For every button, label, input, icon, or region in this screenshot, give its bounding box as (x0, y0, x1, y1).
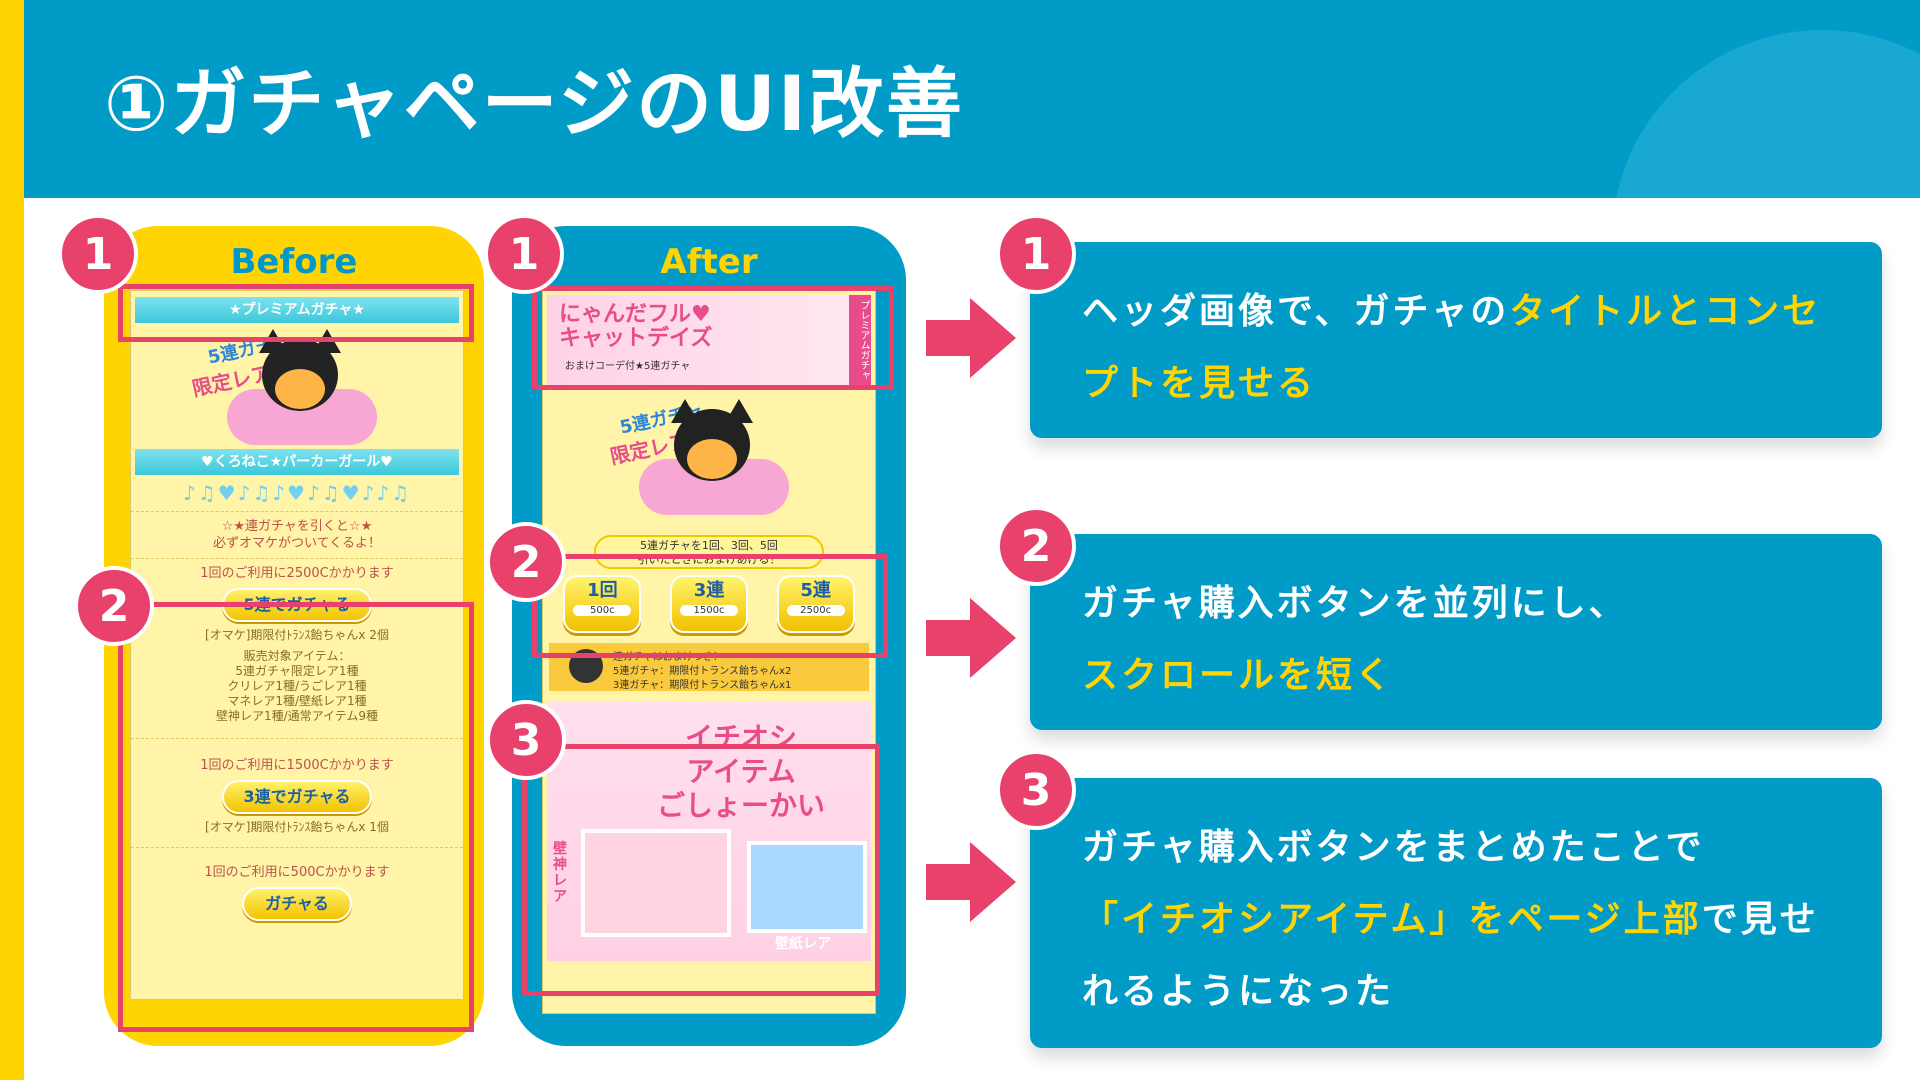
point-3-line-2: 「イチオシアイテム」をページ上部で見せ (1082, 884, 1846, 956)
point-3-line-1: ガチャ購入ボタンをまとめたことで (1082, 827, 1705, 868)
before-screen: ★プレミアムガチャ★ 5連ガチャ 限定レア!! ♥くろねこ★パーカーガール♥ ♪… (130, 290, 464, 1000)
before-subtitle-bar: ♥くろねこ★パーカーガール♥ (135, 449, 459, 475)
highlight-after-2 (532, 554, 888, 658)
after-character-art: 5連ガチャ 限定レア!! (579, 399, 839, 529)
gacha-3-button[interactable]: 3連でガチャる (222, 780, 372, 814)
badge-before-2: 2 (74, 566, 154, 646)
omake-5: [オマケ]期限付ﾄﾗﾝｽ飴ちゃんx 2個 (205, 628, 389, 642)
divider (131, 847, 463, 848)
promo-tag: 壁紙レア (775, 936, 831, 952)
after-header-title: にゃんだフル♥ キャットデイズ (559, 303, 712, 351)
items-line-2: クリレア1種/うごレア1種 (227, 679, 367, 693)
buy-3-button[interactable]: 3連 1500c (669, 575, 748, 633)
blue-wallpaper-image (747, 841, 867, 933)
before-character-art: 5連ガチャ 限定レア!! (167, 329, 427, 449)
buy-3-price: 1500c (679, 605, 738, 616)
before-promo-line-1: ☆★連ガチャを引くと☆★ (221, 519, 373, 534)
point-2-line-2: スクロールを短く (1082, 655, 1395, 696)
highlight-after-1 (532, 286, 894, 390)
omake-line-3: 3連ガチャ：期限付トランス飴ちゃんx1 (613, 680, 792, 691)
info-line-1: 5連ガチャを1回、3回、5回 (640, 539, 778, 552)
buy-1-button[interactable]: 1回 500c (563, 575, 642, 633)
items-line-4: 壁神レア1種/通常アイテム9種 (215, 709, 379, 723)
point-3-line-3: れるようになった (1082, 971, 1395, 1012)
point-1-line-2: プトを見せる (1082, 363, 1317, 404)
after-header-title-1: にゃんだフル♥ (559, 302, 711, 327)
point-3-highlight: 「イチオシアイテム」をページ上部 (1082, 899, 1702, 940)
badge-after-2: 2 (486, 522, 566, 602)
highlight-before-2 (118, 602, 474, 1032)
badge-card-1: 1 (996, 214, 1076, 294)
buy-5-price: 2500c (786, 605, 845, 616)
header-decoration-circle (1612, 30, 1920, 198)
promo-title-2: アイテム (686, 755, 796, 788)
before-banner: ★プレミアムガチャ★ (135, 297, 459, 323)
after-header-image: にゃんだフル♥ キャットデイズ おまけコーデ付★5連ガチャ プレミアムガチャ (547, 295, 871, 385)
point-1-highlight-a: タイトルとコンセ (1509, 291, 1822, 332)
omake-info-pill[interactable]: 5連ガチャを1回、3回、5回 引いたときにおまけあげる！ (594, 535, 824, 569)
after-label: After (660, 242, 758, 282)
omake-box: 連ガチャはおまけつき！ 5連ガチャ：期限付トランス飴ちゃんx2 3連ガチャ：期限… (549, 643, 869, 691)
items-line-3: マネレア1種/壁紙レア1種 (227, 694, 367, 708)
buy-5-label: 5連 (800, 580, 831, 601)
after-header-tag: プレミアムガチャ (849, 295, 871, 385)
buy-5-button[interactable]: 5連 2500c (776, 575, 855, 633)
left-accent-stripe (0, 0, 24, 1080)
badge-after-1: 1 (484, 214, 564, 294)
music-notes-decoration: ♪♫♥♪♫♪♥♪♫♥♪♪♫ (182, 481, 412, 505)
point-3-text-b: で見せ (1701, 899, 1819, 940)
divider (131, 511, 463, 512)
omake-3: [オマケ]期限付ﾄﾗﾝｽ飴ちゃんx 1個 (205, 820, 389, 834)
character-face (275, 369, 325, 409)
after-header-sub: おまけコーデ付★5連ガチャ (565, 361, 691, 372)
cost-3: 1回のご利用に1500Cかかります (200, 758, 394, 773)
promo-side-label: 壁神レア (553, 841, 567, 905)
promo-title-3: ごしょーかい (657, 789, 826, 822)
before-phone-frame: Before ★プレミアムガチャ★ 5連ガチャ 限定レア!! ♥くろねこ★パーカ… (104, 226, 484, 1046)
buy-1-price: 500c (573, 605, 632, 616)
badge-before-1: 1 (58, 214, 138, 294)
items-line-1: 5連ガチャ限定レア1種 (235, 664, 359, 678)
after-header-title-2: キャットデイズ (559, 326, 713, 351)
divider (131, 738, 463, 739)
divider (131, 558, 463, 559)
gacha-1-button[interactable]: ガチャる (242, 887, 352, 921)
slide-header: ①ガチャページのUI改善 (24, 0, 1920, 198)
items-title: 販売対象アイテム： (243, 649, 351, 663)
cost-1: 1回のご利用に500Cかかります (204, 865, 390, 880)
badge-card-2: 2 (996, 506, 1076, 586)
right-arrow-icon (926, 598, 1016, 678)
cost-5: 1回のご利用に2500Cかかります (200, 566, 394, 581)
point-1-text-a: ヘッダ画像で、ガチャの (1082, 291, 1510, 332)
buy-button-row: 1回 500c 3連 1500c 5連 2500c (549, 575, 869, 633)
badge-card-3: 3 (996, 750, 1076, 830)
buy-1-label: 1回 (587, 580, 618, 601)
room-wallpaper-image (581, 829, 731, 937)
buy-3-label: 3連 (693, 580, 725, 601)
right-arrow-icon (926, 298, 1016, 378)
badge-after-3: 3 (486, 700, 566, 780)
before-label: Before (230, 242, 358, 282)
character-face (687, 439, 737, 479)
point-card-1: ヘッダ画像で、ガチャのタイトルとコンセ プトを見せる (1030, 242, 1882, 438)
point-2-line-1: ガチャ購入ボタンを並列にし、 (1082, 583, 1628, 624)
point-card-2: ガチャ購入ボタンを並列にし、 スクロールを短く (1030, 534, 1882, 730)
point-card-3: ガチャ購入ボタンをまとめたことで 「イチオシアイテム」をページ上部で見せ れるよ… (1030, 778, 1882, 1048)
page-title: ①ガチャページのUI改善 (104, 59, 965, 148)
omake-line-2: 5連ガチャ：期限付トランス飴ちゃんx2 (613, 666, 792, 677)
right-arrow-icon (926, 842, 1016, 922)
highlight-before-1 (118, 284, 474, 342)
highlight-after-3 (522, 744, 880, 996)
point-1-line-1: ヘッダ画像で、ガチャのタイトルとコンセ (1082, 276, 1846, 348)
before-promo-line-2: 必ずオマケがついてくるよ！ (213, 536, 381, 551)
